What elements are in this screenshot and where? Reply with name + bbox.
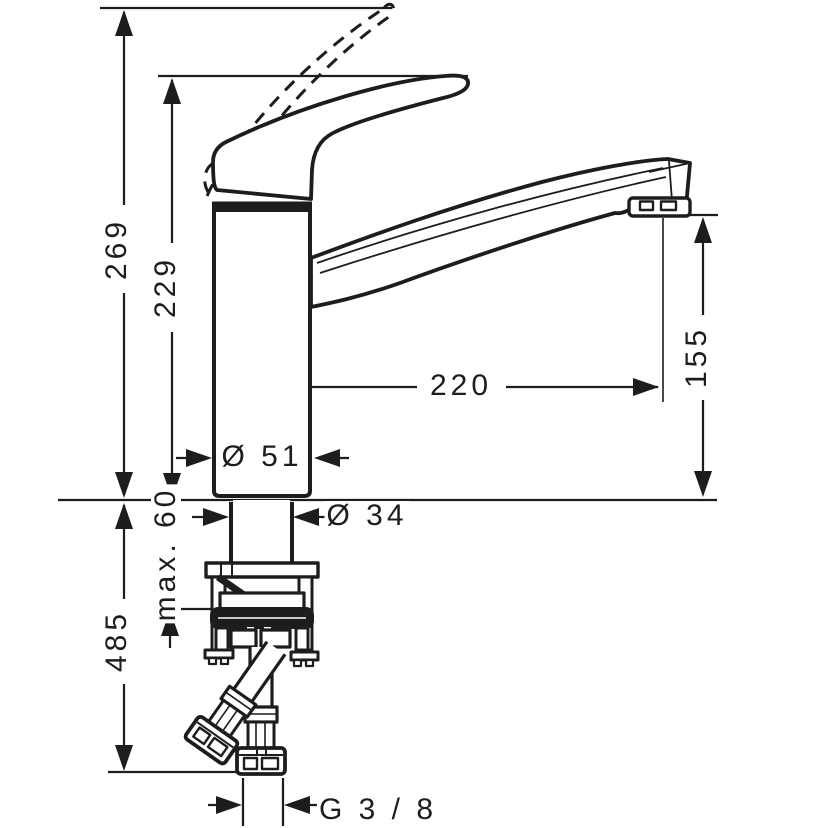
dimension-linework [58, 6, 718, 826]
dim-max-counter-thickness-label: max. 60 [149, 484, 182, 624]
dim-spout-reach-label: 220 [427, 369, 495, 402]
dim-body-diameter-label: Ø 51 [219, 440, 305, 473]
dimension-arrows [115, 10, 712, 814]
dim-hose-length-label: 485 [100, 607, 133, 675]
dim-shank-diameter-label: Ø 34 [324, 499, 410, 532]
faucet-handle [211, 73, 470, 201]
dim-overall-height-label: 269 [100, 215, 133, 283]
mounting-hardware [203, 500, 320, 668]
aerator [627, 196, 692, 218]
dim-spout-top-height-label: 229 [149, 253, 182, 321]
dim-outlet-height-label: 155 [680, 323, 713, 391]
faucet-spout [309, 157, 692, 309]
faucet-body [212, 201, 312, 498]
supply-hoses [183, 640, 287, 776]
dim-connection-thread-label: G 3 / 8 [316, 793, 440, 826]
